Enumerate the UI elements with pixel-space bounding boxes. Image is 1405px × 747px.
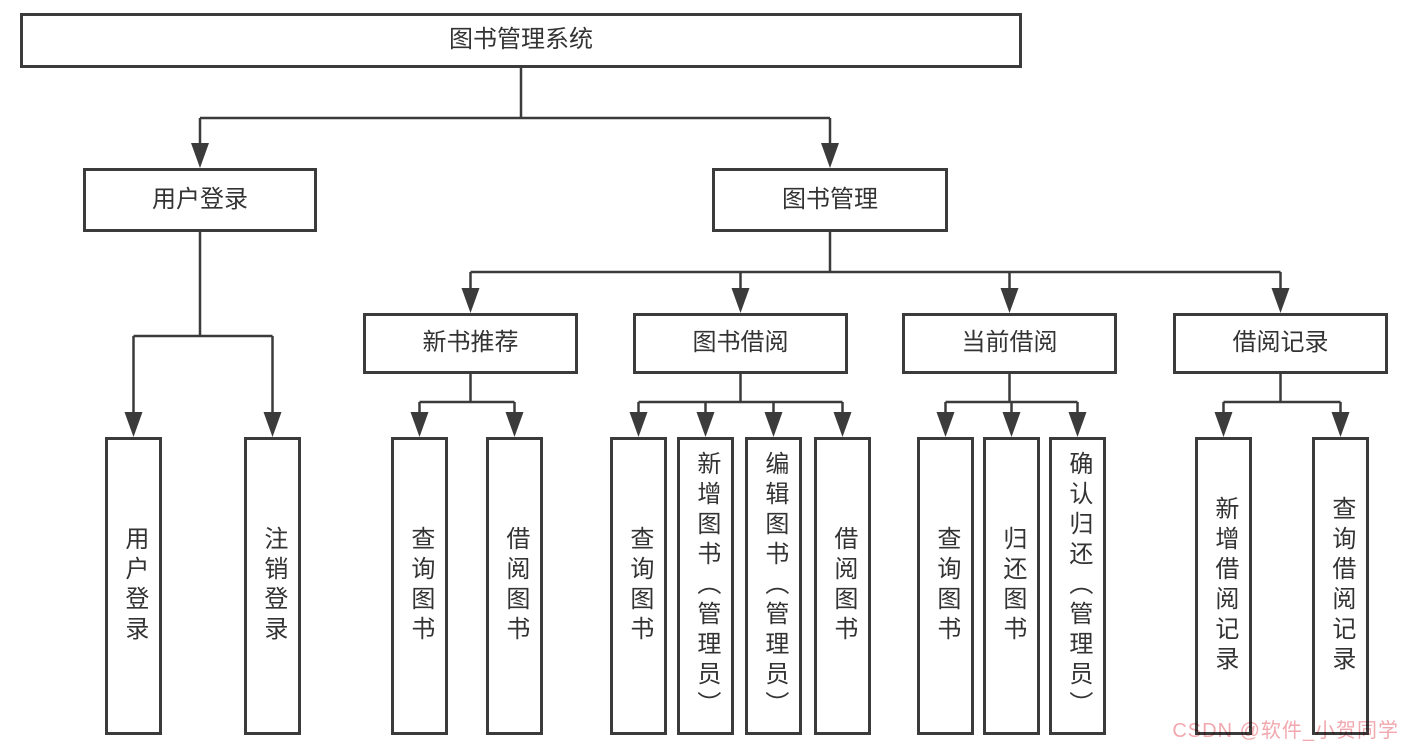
leaf-query-book-current: 查询图书	[917, 437, 974, 735]
leaf-return-book: 归还图书	[983, 437, 1040, 735]
leaf-add-book-admin: 新增图书（管理员）	[677, 437, 734, 735]
leaf-user-login: 用户登录	[105, 437, 162, 735]
leaf-query-book-recommend: 查询图书	[391, 437, 448, 735]
node-current-borrow: 当前借阅	[902, 313, 1117, 374]
node-user-login: 用户登录	[83, 168, 317, 232]
leaf-add-borrow-record: 新增借阅记录	[1195, 437, 1252, 735]
leaf-query-book-borrow: 查询图书	[610, 437, 667, 735]
node-book-borrow: 图书借阅	[633, 313, 848, 374]
node-root: 图书管理系统	[20, 13, 1022, 68]
leaf-query-borrow-record: 查询借阅记录	[1312, 437, 1369, 735]
leaf-logout: 注销登录	[244, 437, 301, 735]
node-new-book-recommend: 新书推荐	[363, 313, 578, 374]
leaf-confirm-return-admin: 确认归还（管理员）	[1049, 437, 1106, 735]
leaf-edit-book-admin: 编辑图书（管理员）	[745, 437, 802, 735]
leaf-borrow-book: 借阅图书	[814, 437, 871, 735]
node-book-mgmt: 图书管理	[712, 168, 948, 232]
leaf-borrow-book-recommend: 借阅图书	[486, 437, 543, 735]
node-borrow-record: 借阅记录	[1173, 313, 1388, 374]
csdn-watermark: CSDN @软件_小贺同学	[1172, 720, 1399, 742]
